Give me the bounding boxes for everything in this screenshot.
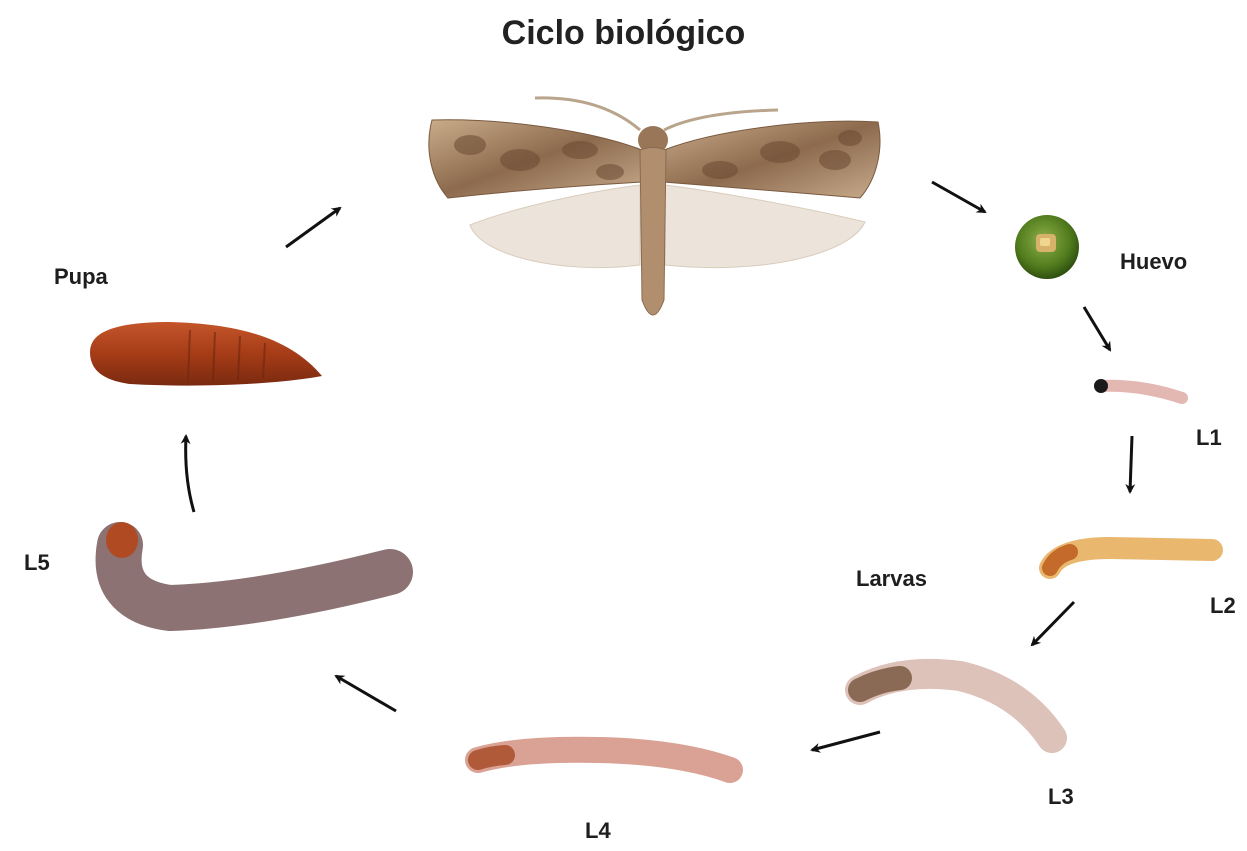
- arrow-l4-to-l5: [336, 676, 396, 711]
- arrow-pupa-to-adult: [286, 208, 340, 247]
- arrow-egg-to-l1: [1084, 307, 1110, 350]
- l4-label: L4: [585, 818, 611, 844]
- l5-label: L5: [24, 550, 50, 576]
- larvae-group-label: Larvas: [856, 566, 927, 592]
- arrow-l2-to-l3: [1032, 602, 1074, 645]
- larva-l4: [478, 750, 730, 770]
- egg-label: Huevo: [1120, 249, 1187, 275]
- arrow-adult-to-egg: [932, 182, 985, 212]
- diagram-title: Ciclo biológico: [0, 14, 1247, 53]
- pupa: [90, 322, 322, 386]
- arrow-l5-to-pupa: [186, 436, 194, 512]
- hind-wing-right: [665, 185, 865, 268]
- hind-wing-left: [470, 185, 640, 268]
- larva-l1: [1094, 379, 1182, 398]
- arrow-l1-to-l2: [1130, 436, 1132, 492]
- pupa-label: Pupa: [54, 264, 108, 290]
- arrow-l3-to-l4: [812, 732, 880, 750]
- egg: [1015, 215, 1079, 279]
- larva-l3: [860, 674, 1052, 738]
- larva-l2: [1050, 548, 1212, 568]
- l1-label: L1: [1196, 425, 1222, 451]
- adult-moth: [429, 98, 880, 315]
- l3-label: L3: [1048, 784, 1074, 810]
- l2-label: L2: [1210, 593, 1236, 619]
- moth-body: [640, 148, 666, 316]
- larva-l5: [106, 522, 390, 608]
